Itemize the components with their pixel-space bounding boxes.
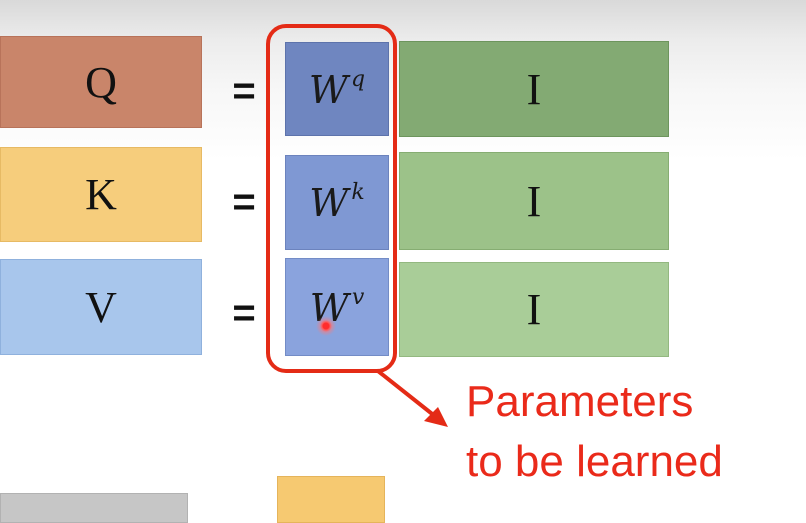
key-label: K — [85, 170, 117, 219]
callout-line-2: to be learned — [466, 437, 723, 486]
equals-sign-key: = — [232, 180, 256, 224]
input-box-value: I — [399, 262, 669, 357]
input-box-query: I — [399, 41, 669, 137]
input-label-key: I — [526, 176, 542, 226]
callout-line-1: Parameters — [466, 377, 694, 426]
partial-gray-box — [0, 493, 188, 523]
value-label: V — [85, 282, 117, 332]
key-box: K — [0, 147, 202, 242]
weights-highlight-frame — [266, 24, 397, 373]
equals-sign-query: = — [232, 69, 256, 113]
input-label-query: I — [526, 64, 542, 114]
equals-sign-value: = — [232, 291, 256, 335]
input-label-value: I — [526, 285, 542, 334]
input-box-key: I — [399, 152, 669, 250]
query-label: Q — [85, 57, 117, 107]
callout-arrow-icon — [376, 369, 448, 427]
query-box: Q — [0, 36, 202, 128]
partial-yellow-box — [277, 476, 385, 523]
cursor-pointer-icon — [316, 316, 336, 336]
parameters-callout: Parameters to be learned — [466, 372, 786, 492]
value-box: V — [0, 259, 202, 355]
